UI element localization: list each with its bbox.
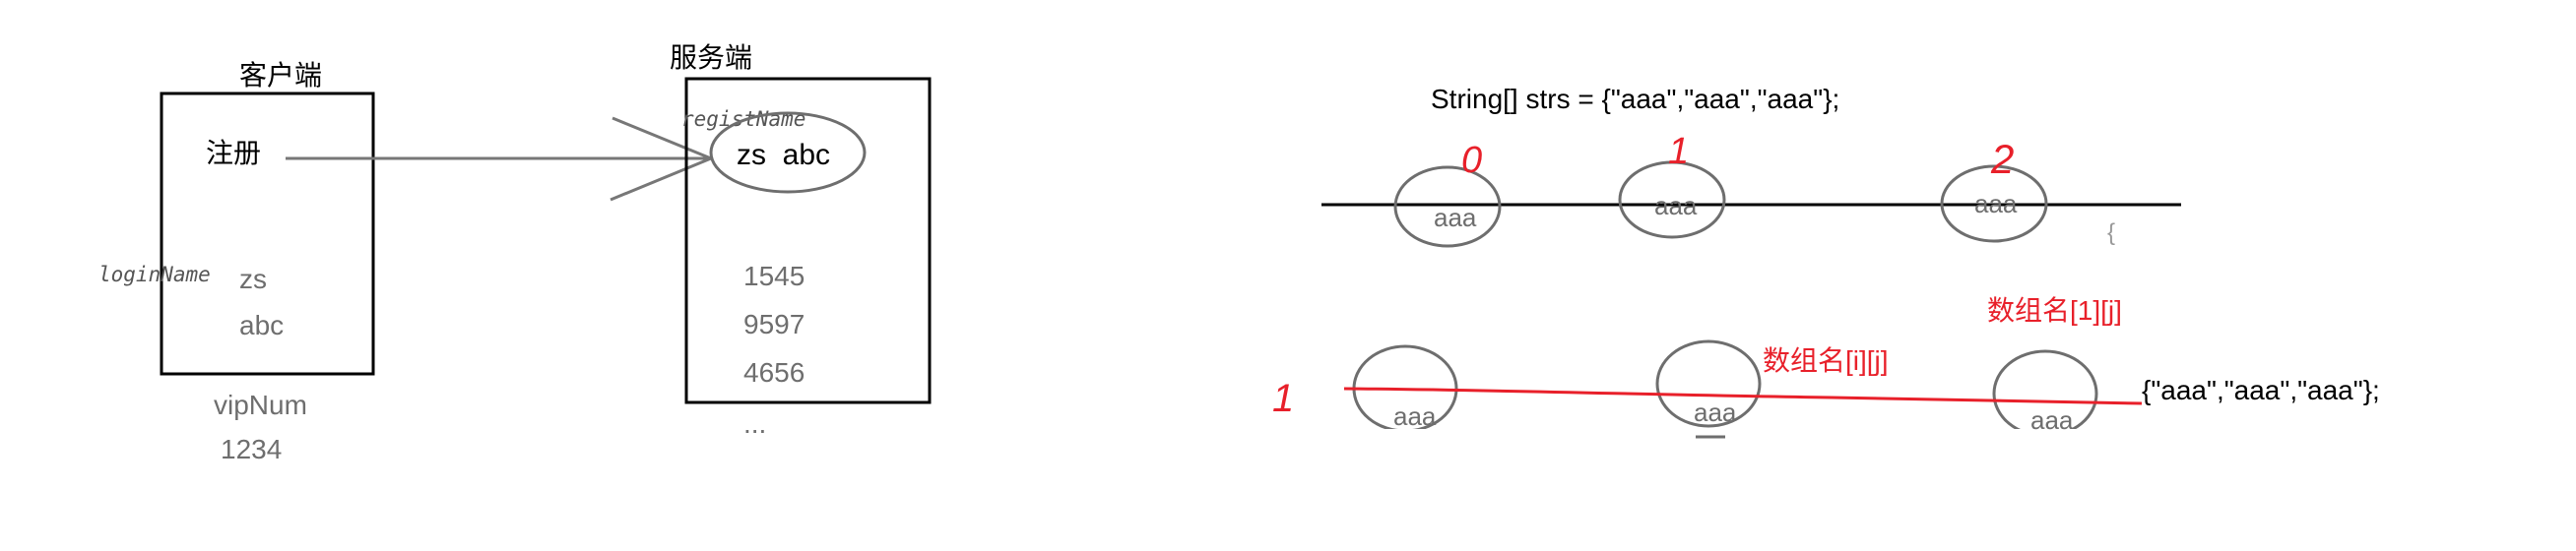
client-title: 客户端 bbox=[239, 60, 322, 91]
client-box bbox=[160, 92, 375, 376]
client-pwd-value: abc bbox=[239, 310, 284, 340]
row1-ellipse-2 bbox=[1940, 164, 2048, 243]
row2-item-1: aaa bbox=[1694, 398, 1737, 427]
row1-ellipse-1 bbox=[1618, 160, 1726, 239]
array-sketch: String[] strs = {"aaa","aaa","aaa"}; aaa… bbox=[1272, 84, 2380, 468]
arrowhead-upper bbox=[612, 116, 712, 160]
brace-mark: { bbox=[2107, 219, 2115, 246]
server-box bbox=[684, 77, 932, 404]
server-more: ... bbox=[743, 408, 766, 439]
server-num-2: 9597 bbox=[743, 309, 805, 339]
row1-index-0: 0 bbox=[1461, 140, 1482, 181]
annotation-array-i-j: 数组名[i][j] bbox=[1763, 345, 1889, 376]
server-entry-text: zs abc bbox=[737, 139, 830, 171]
server-entry-ellipse bbox=[709, 111, 867, 194]
row2-item-0: aaa bbox=[1393, 401, 1437, 431]
row1-index-1: 1 bbox=[1668, 131, 1689, 172]
client-user-value: zs bbox=[239, 264, 267, 294]
annotation-array-1-j: 数组名[1][j] bbox=[1987, 295, 2122, 326]
vip-num-value: 1234 bbox=[221, 434, 282, 464]
vip-num-label: vipNum bbox=[214, 390, 307, 420]
server-num-3: 4656 bbox=[743, 357, 805, 388]
server-num-1: 1545 bbox=[743, 261, 805, 291]
code-line: String[] strs = {"aaa","aaa","aaa"}; bbox=[1431, 84, 1839, 114]
login-name-label: loginName bbox=[98, 263, 211, 286]
row2-red-line bbox=[1343, 387, 2143, 405]
server-num-clip-mask bbox=[809, 254, 918, 392]
row1-item-2: aaa bbox=[1974, 189, 2018, 218]
row2-index: 1 bbox=[1272, 377, 1294, 420]
row2-item-2: aaa bbox=[2030, 405, 2074, 435]
row1-ellipse-0 bbox=[1393, 165, 1502, 248]
row2-ellipse-1 bbox=[1655, 339, 1762, 428]
row1-item-1: aaa bbox=[1654, 191, 1698, 220]
client-register-label: 注册 bbox=[206, 138, 261, 168]
row1-item-0: aaa bbox=[1434, 203, 1477, 232]
row1-index-2: 2 bbox=[1990, 136, 2014, 182]
server-title: 服务端 bbox=[670, 42, 752, 73]
arrowhead-lower bbox=[610, 156, 712, 202]
client-server-diagram: 客户端 注册 loginName zs abc vipNum 1234 服务端 … bbox=[98, 42, 932, 464]
row2-lower-mask bbox=[1339, 429, 2127, 468]
inner-array-literal: {"aaa","aaa","aaa"}; bbox=[2142, 375, 2380, 405]
